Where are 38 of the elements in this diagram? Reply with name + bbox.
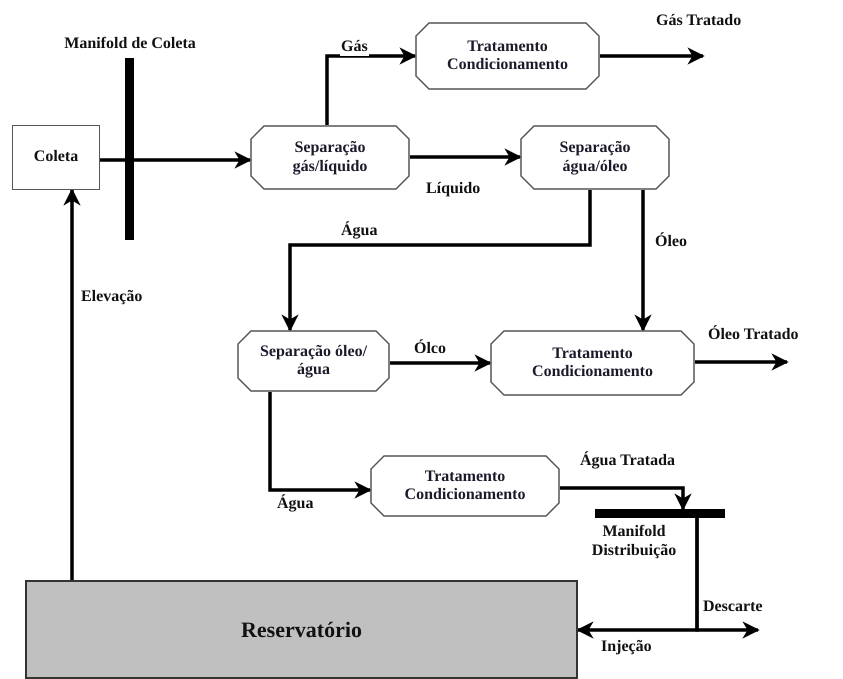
process-label: Tratamento Condicionamento [531,344,654,382]
process-box [12,125,100,190]
arrow [390,354,492,372]
manifold-label: Manifold de Coleta [63,34,197,54]
arrow [695,518,760,639]
process-label: Separação gás/líquido [292,139,368,176]
edge-label: Água [340,222,378,240]
reservoir-block [25,580,578,679]
process-label: Separação óleo/água [258,342,368,380]
arrow [63,188,81,580]
edge-label: Elevação [80,288,144,306]
arrow [410,148,522,166]
edge-label: Água [276,495,314,513]
manifold-label: Manifold Distribuição [590,522,678,560]
manifold-bar [595,509,725,518]
arrow [634,190,652,332]
connector-line [100,158,125,162]
process-octagon [520,125,670,190]
arrow [134,151,252,169]
edge-label: Água Tratada [579,452,676,470]
process-label: Coleta [34,148,78,167]
arrow [268,392,372,499]
arrow [281,190,592,332]
arrow [695,353,789,371]
process-octagon [370,455,560,517]
edge-label: Líquido [425,180,482,198]
edge-label: Gás [340,38,369,56]
arrow [600,47,705,65]
reservoir-label: Reservatório [241,616,362,642]
arrow [325,47,417,125]
process-label: Tratamento Condicionamento [446,38,569,74]
process-label: Tratamento Condicionamento [404,468,526,504]
edge-label: Injeção [600,638,653,656]
process-octagon [237,330,390,392]
process-label: Separação água/óleo [558,139,632,176]
manifold-bar [125,58,134,240]
process-octagon [250,125,410,190]
arrow [560,486,692,511]
